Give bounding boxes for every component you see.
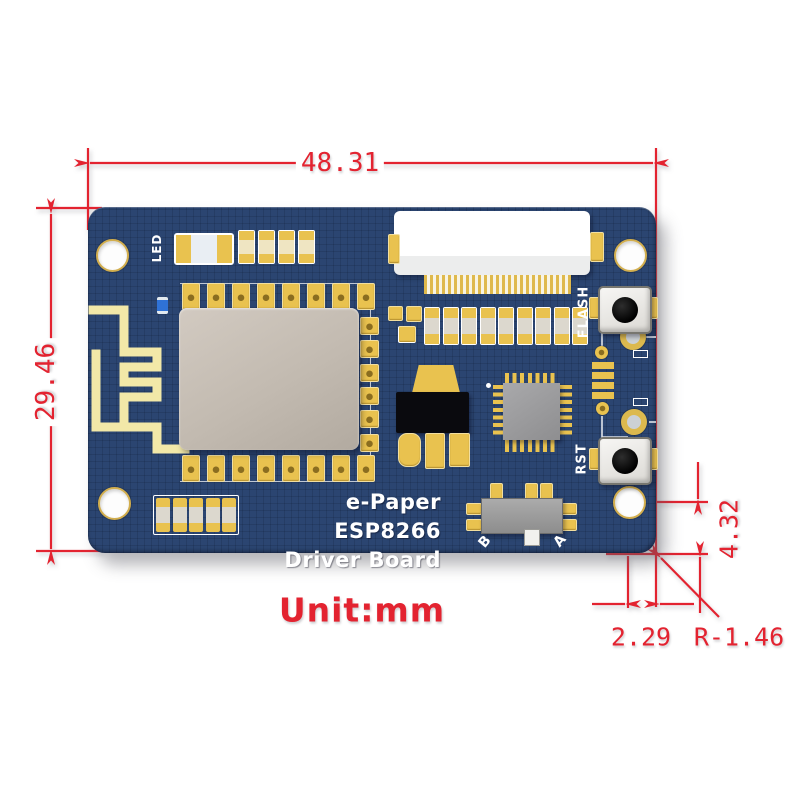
- flash-button: [598, 286, 652, 334]
- smd-pad: [398, 326, 416, 343]
- led-body: [191, 235, 217, 263]
- programming-pads: [592, 362, 614, 399]
- fpc-connector-pins: [424, 275, 571, 294]
- switch-pin-pad: [466, 503, 482, 515]
- esp-pad: [182, 283, 200, 310]
- esp-pad: [232, 455, 250, 482]
- esp-pad: [232, 283, 250, 310]
- testpoint: [595, 346, 608, 359]
- fpc-side-pad: [388, 234, 400, 264]
- reset-button-plunger: [612, 448, 638, 474]
- qfp-pins-bottom: [505, 440, 558, 452]
- regulator-leg-pad: [449, 433, 470, 467]
- esp-pad: [282, 283, 300, 310]
- unit-note: Unit:mm: [278, 590, 446, 630]
- voltage-regulator-body: [396, 392, 469, 433]
- silkscreen-mark: [633, 398, 648, 406]
- qfp-pins-right: [560, 385, 572, 438]
- esp-pad: [360, 340, 379, 358]
- esp-pad: [332, 283, 350, 310]
- led-resistor-group: [238, 230, 315, 264]
- esp-pad: [182, 455, 200, 482]
- testpoint-ring: [621, 409, 647, 435]
- esp-pad: [357, 455, 375, 482]
- qfp-pins-top: [505, 373, 558, 383]
- esp-pad: [307, 455, 325, 482]
- mounting-hole-bottom-right: [613, 486, 646, 519]
- esp-pad: [282, 455, 300, 482]
- capacitor-row: [424, 307, 588, 345]
- flash-button-plunger: [612, 297, 638, 323]
- fpc-side-pad: [590, 232, 604, 262]
- esp-pad: [257, 455, 275, 482]
- mounting-hole-top-right: [614, 239, 647, 272]
- reset-button: [598, 437, 652, 485]
- mounting-hole-top-left: [96, 239, 129, 272]
- smd-pad: [406, 306, 422, 322]
- led-label: LED: [150, 233, 164, 263]
- silkscreen-title: e-Paper ESP8266 Driver Board: [248, 488, 441, 575]
- esp-pad: [332, 455, 350, 482]
- dim-board-height: 29.46: [31, 337, 61, 427]
- esp-pad: [307, 283, 325, 310]
- esp-pad: [207, 455, 225, 482]
- qfp-pins-left: [493, 385, 503, 438]
- esp-pad: [360, 364, 379, 382]
- blue-smd-component: [157, 297, 168, 314]
- reset-button-label: RST: [574, 443, 590, 475]
- led-pad: [217, 235, 232, 263]
- resistor-group: [153, 495, 239, 535]
- esp8266-shield-can: [179, 308, 359, 450]
- silkscreen-mark: [633, 350, 648, 358]
- flash-button-label: FLASH: [576, 285, 592, 339]
- switch-pin-pad: [561, 503, 577, 515]
- esp-pad: [360, 434, 379, 452]
- esp-module-outline: [180, 283, 371, 482]
- status-led: [174, 233, 234, 265]
- smd-pad: [388, 306, 403, 321]
- led-pad: [176, 235, 191, 263]
- testpoint: [596, 402, 609, 415]
- dim-board-width: 48.31: [295, 149, 385, 177]
- qfp-chip-body: [503, 383, 560, 440]
- esp-pad: [360, 317, 379, 335]
- dim-hole-right: 2.29: [605, 623, 677, 651]
- esp-pad: [357, 283, 375, 310]
- slide-switch: [481, 498, 563, 534]
- regulator-leg-pad: [425, 433, 445, 469]
- silkscreen-title-line1: e-Paper ESP8266: [334, 490, 441, 543]
- fpc-connector: [394, 211, 590, 275]
- switch-pin-pad: [561, 519, 577, 531]
- esp-pad: [207, 283, 225, 310]
- esp-pad: [257, 283, 275, 310]
- esp-pad: [360, 410, 379, 428]
- regulator-tab-pad: [412, 365, 460, 393]
- pcb-board: LED: [88, 207, 658, 572]
- dim-hole-bottom: 4.32: [715, 493, 744, 565]
- mounting-hole-bottom-left: [98, 487, 131, 520]
- regulator-leg-pad: [398, 433, 421, 467]
- slide-switch-knob: [524, 529, 540, 546]
- dim-corner-radius: R-1.46: [688, 623, 790, 651]
- switch-pin-pad: [466, 519, 482, 531]
- pin1-marker-dot: [486, 383, 491, 388]
- esp-pad: [360, 387, 379, 405]
- silkscreen-title-line2: Driver Board: [284, 548, 441, 572]
- wifi-antenna-icon: [88, 305, 190, 454]
